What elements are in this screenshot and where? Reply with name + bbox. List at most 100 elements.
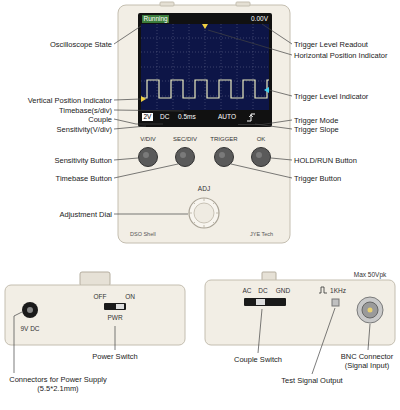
leader-line (114, 26, 141, 44)
callout-label: Trigger Button (294, 174, 341, 183)
screen-display: Running 0.00V 2V DC 0.5ms AUTO (138, 13, 272, 127)
adjustment-dial (189, 198, 219, 228)
leader-line (255, 124, 292, 129)
panel-text: 1KHz (330, 287, 346, 295)
side-housing: AC DC GND 1KHz Max 50Vpk (205, 268, 395, 345)
leader-line (114, 110, 184, 111)
push-button (176, 148, 195, 167)
callout-label: Test Signal Output (281, 376, 342, 385)
callout-label: Couple Switch (234, 355, 282, 364)
leader-line (114, 119, 163, 124)
grid-line (221, 24, 222, 110)
callout-label: Trigger Mode (294, 116, 338, 125)
screen-readout: 2V (142, 113, 153, 121)
callout-label: HOLD/RUN Button (294, 156, 357, 165)
panel-text: DSO Shell (130, 231, 156, 238)
grid-line (141, 81, 269, 82)
panel-text: OFF (94, 293, 107, 301)
leader-line (208, 30, 292, 55)
dial-ridge (204, 225, 205, 228)
leader-line (115, 326, 116, 350)
callout-label: Vertical Position Indicator (28, 96, 112, 105)
callout-label: Sensitivity(V/div) (57, 125, 112, 134)
leader-line (14, 312, 22, 373)
callout-label: Oscilloscope State (50, 40, 112, 49)
callout-label: Power Switch (92, 352, 137, 361)
bnc-connector (357, 297, 383, 323)
dial-ridge (193, 222, 195, 224)
panel-text: ADJ (198, 185, 210, 193)
power-switch (104, 303, 126, 310)
leader-line (114, 158, 138, 160)
trigger-slope-arrow (249, 115, 253, 117)
dial-ridge (189, 213, 192, 214)
push-button (139, 148, 158, 167)
dial-ridges (189, 198, 219, 228)
leader-line (269, 90, 292, 96)
leader-line (114, 99, 141, 100)
grid-line (141, 67, 269, 68)
vertical-position-marker (141, 96, 146, 102)
panel-text: OK (257, 136, 266, 143)
bnc-pin (368, 308, 373, 313)
screen-readout: 0.5ms (178, 113, 196, 121)
dial-ridge (213, 222, 215, 224)
leader-line (231, 164, 292, 178)
leader-line (114, 126, 146, 129)
panel-text: ON (125, 293, 135, 301)
test-signal-pin (332, 299, 339, 306)
grid-line (141, 52, 269, 53)
display-grid (141, 24, 269, 110)
callout-label: Adjustment Dial (59, 210, 112, 219)
switch-slider (256, 299, 265, 305)
screen-readout: DC (160, 113, 169, 121)
leader-lines (14, 24, 370, 374)
callout-label: Timebase(s/div) (59, 106, 112, 115)
grid-line (173, 24, 174, 110)
dial-ridge (216, 213, 219, 214)
trigger-slope-symbol (247, 114, 255, 121)
bnc-barrel (362, 302, 378, 318)
horizontal-position-marker (202, 24, 208, 29)
screen-readout: Running (142, 15, 169, 23)
callout-label: Couple (88, 115, 112, 124)
square-waveform (141, 80, 269, 98)
leader-line (258, 309, 262, 353)
panel-text: TRIGGER (210, 136, 237, 143)
dial-edge (80, 272, 110, 286)
panel-text: PWR (107, 314, 122, 322)
callout-label: Trigger Slope (294, 125, 339, 134)
panel-text: DC (258, 287, 267, 295)
callout-label: Connectors for Power Supply (5.5*2.1mm) (5, 375, 111, 393)
screen-readout: 0.00V (251, 15, 268, 23)
housing-tab (236, 2, 250, 6)
panel-text: GND (276, 287, 290, 295)
callout-label: Horizontal Position Indicator (294, 51, 387, 60)
screen-bezel (138, 13, 272, 127)
power-jack (22, 302, 38, 318)
side-housing (205, 280, 395, 345)
push-button (252, 148, 271, 167)
screen-readout: AUTO (218, 113, 236, 121)
grid-line (141, 96, 269, 97)
trigger-level-marker (264, 87, 269, 93)
front-housing: V/DIVSEC/DIVTRIGGEROKADJDSO ShellJYE Tec… (118, 5, 290, 243)
panel-text: Max 50Vpk (354, 271, 387, 279)
panel-text: AC (242, 287, 251, 295)
callout-label: Timebase Button (56, 174, 112, 183)
callout-label: Trigger Level Readout (294, 40, 368, 49)
panel-text: V/DIV (140, 136, 156, 143)
leader-line (114, 214, 188, 215)
leader-line (271, 158, 292, 160)
panel-text: SEC/DIV (173, 136, 197, 143)
housing-tab (160, 2, 174, 6)
leader-line (262, 24, 292, 44)
panel-text: 9V DC (20, 325, 39, 333)
bottom-housing (5, 285, 185, 345)
callout-label: Trigger Level Indicator (294, 92, 368, 101)
callout-label: Sensitivity Button (54, 156, 112, 165)
push-button (215, 148, 234, 167)
display-area (141, 24, 269, 110)
